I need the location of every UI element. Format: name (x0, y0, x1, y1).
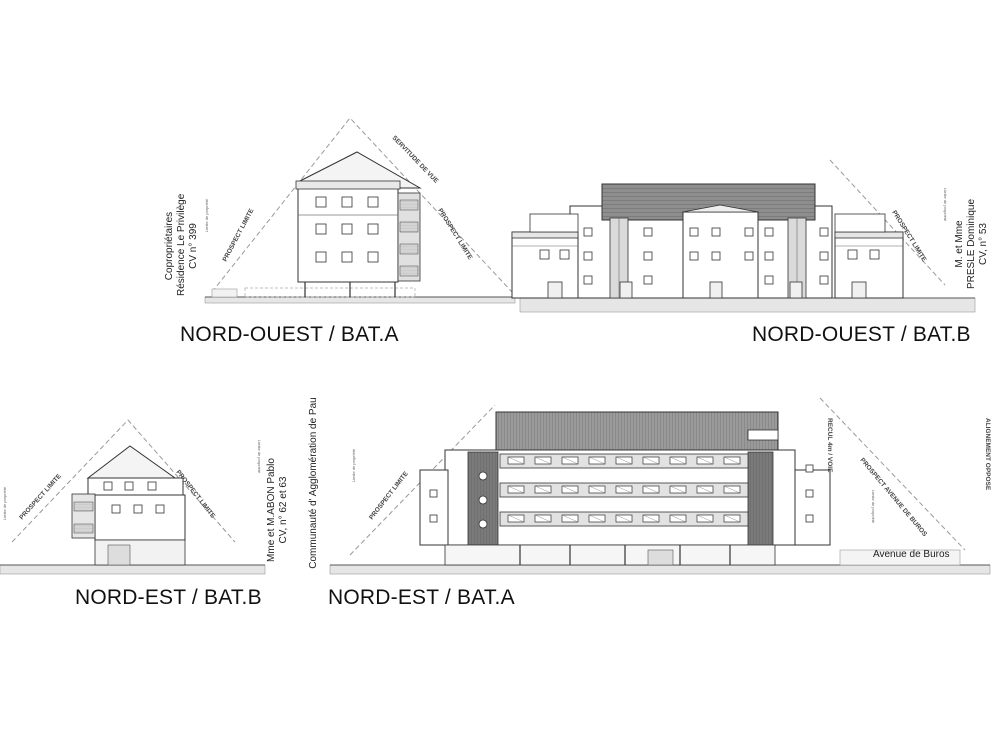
owner-label-abon: Mme et M.ABON Pablo CV, n° 62 et 63 (266, 450, 290, 570)
window-cross (507, 514, 525, 523)
ground-strip (204, 296, 516, 304)
window-cross (534, 514, 552, 523)
owner-line: Résidence Le Privilège (176, 193, 187, 296)
prospect-line-ne-b (11, 419, 236, 543)
prospect-line-ne-a-right (819, 397, 966, 551)
owner-label-communaute: Communauté d' Agglomération de Pau (308, 388, 320, 578)
elevation-nord-ouest-bat-a (204, 117, 516, 304)
window-cross (534, 485, 552, 494)
prospect-line-right (829, 159, 946, 286)
title-nord-est-bat-b: NORD-EST / BAT.B (75, 586, 262, 609)
elevation-nord-ouest-bat-b (511, 159, 976, 313)
window-cross (723, 456, 741, 465)
window-cross (588, 485, 606, 494)
window-cross (615, 456, 633, 465)
street-label-avenue-de-buros: Avenue de Buros (873, 549, 950, 560)
window-cross (723, 514, 741, 523)
owner-line: CV, n° 53 (978, 223, 989, 265)
owner-line: Mme et M.ABON Pablo (266, 458, 277, 562)
building-b-ne-body (94, 494, 186, 541)
window-cross (534, 456, 552, 465)
title-nord-est-bat-a: NORD-EST / BAT.A (328, 586, 515, 609)
window-cross (615, 514, 633, 523)
elevation-nord-est-bat-a (329, 397, 991, 575)
owner-line: Communauté d' Agglomération de Pau (308, 397, 319, 569)
window-cross (642, 485, 660, 494)
owner-line: Copropriétaires (164, 211, 175, 281)
owner-line: CV n° 399 (188, 223, 199, 269)
owner-line: PRESLE Dominique (966, 198, 977, 290)
window-cross (669, 485, 687, 494)
window-cross (507, 456, 525, 465)
window-cross (588, 514, 606, 523)
prospect-line-left (211, 117, 513, 293)
window-cross (642, 514, 660, 523)
balcony-windows (507, 456, 741, 523)
window-cross (642, 456, 660, 465)
window-cross (561, 514, 579, 523)
window-cross (561, 485, 579, 494)
window-cross (561, 456, 579, 465)
window-cross (696, 485, 714, 494)
title-nord-ouest-bat-b: NORD-OUEST / BAT.B (752, 323, 971, 346)
title-nord-ouest-bat-a: NORD-OUEST / BAT.A (180, 323, 399, 346)
window-cross (723, 485, 741, 494)
building-a-ne-roof (495, 411, 779, 451)
owner-label-presle: M. et Mme PRESLE Dominique CV, n° 53 (954, 194, 990, 294)
building-b-roof (601, 183, 816, 221)
window-cross (507, 485, 525, 494)
owner-line: M. et Mme (954, 220, 965, 268)
owner-label-coproprietaires: Copropriétaires Résidence Le Privilège C… (164, 193, 200, 296)
elevation-nord-est-bat-b (0, 419, 266, 575)
window-cross (696, 514, 714, 523)
window-cross (615, 485, 633, 494)
window-cross (588, 456, 606, 465)
window-cross (669, 456, 687, 465)
owner-line: CV, n° 62 et 63 (278, 476, 289, 544)
window-cross (696, 456, 714, 465)
window-cross (669, 514, 687, 523)
